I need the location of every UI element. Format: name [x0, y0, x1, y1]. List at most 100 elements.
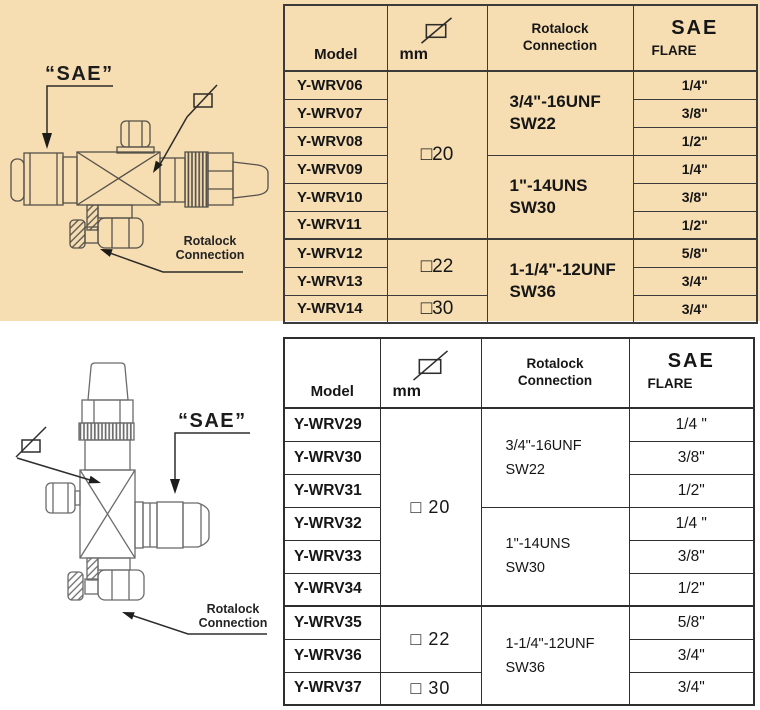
model-cell: Y-WRV14 [283, 294, 388, 324]
valve-body-outline [10, 120, 269, 249]
model-cell: Y-WRV11 [283, 210, 388, 240]
model-cell: Y-WRV08 [283, 126, 388, 156]
rotalock-cell: 3/4"-16UNF SW22 [480, 407, 630, 508]
leader-arrowheads [88, 475, 180, 620]
mm-cell: □ 22 [379, 605, 482, 673]
rotalock-label-line1: Rotalock [207, 602, 260, 616]
flare-cell: 1/4" [632, 70, 758, 100]
flare-cell: 3/4" [628, 671, 755, 706]
sae-flare-cone [182, 502, 210, 548]
sae-flare-cone [10, 158, 25, 202]
model-cell: Y-WRV29 [283, 407, 381, 442]
valve-diagram-horizontal: “SAE” Rotalock Connection [10, 63, 269, 273]
rotalock-cell: 1"-14UNS SW30 [480, 506, 630, 607]
mm-cell: □30 [386, 294, 488, 324]
rotalock-sw: SW22 [505, 461, 546, 478]
model-cell: Y-WRV32 [283, 506, 381, 541]
sae-label: “SAE” [178, 410, 247, 432]
rotalock-sw: SW22 [509, 114, 556, 134]
rotalock-cell: 1"-14UNS SW30 [486, 154, 634, 240]
leader-lines [15, 426, 267, 635]
flare-cell: 1/2" [628, 572, 755, 607]
model-cell: Y-WRV33 [283, 539, 381, 574]
spec-table-bottom: Model mm Rotalock Connection SAE FLARE Y… [283, 337, 755, 706]
flare-cell: 1/2" [632, 126, 758, 156]
model-cell: Y-WRV09 [283, 154, 388, 184]
flare-cell: 5/8" [628, 605, 755, 640]
model-cell: Y-WRV34 [283, 572, 381, 607]
spout [232, 161, 269, 199]
flare-cell: 1/4" [632, 154, 758, 184]
col-header-model: Model [314, 46, 358, 63]
leader-lines [46, 84, 243, 273]
flare-cell: 3/4" [632, 266, 758, 296]
rotalock-cell: 1-1/4"-12UNF SW36 [480, 605, 630, 706]
model-cell: Y-WRV36 [283, 638, 381, 673]
flare-cell: 1/4 " [628, 407, 755, 442]
rotalock-sw: SW36 [505, 659, 546, 676]
rotalock-label-line2: Connection [176, 248, 245, 262]
rotalock-thread: 1-1/4"-12UNF [509, 260, 616, 279]
model-cell: Y-WRV10 [283, 182, 388, 212]
col-header-rotalock: Rotalock Connection [522, 21, 598, 53]
flare-cell: 3/8" [632, 182, 758, 212]
flats-symbol-icon [193, 93, 213, 108]
mm-cell: □ 20 [379, 407, 482, 607]
flare-cell: 1/2" [628, 473, 755, 508]
flats-symbol-icon [421, 16, 453, 44]
rotalock-thread: 1-1/4"-12UNF [505, 635, 595, 652]
flare-cell: 1/4 " [628, 506, 755, 541]
rotalock-sw: SW30 [505, 560, 546, 577]
rotalock-cell: 1-1/4"-12UNF SW36 [486, 238, 634, 324]
col-header-mm-unit: mm [399, 45, 428, 63]
col-header-mm-unit: mm [392, 382, 421, 400]
rotalock-thread: 1"-14UNS [509, 175, 588, 195]
valve-diagram-vertical: “SAE” Rotalock Connection [15, 362, 268, 635]
model-cell: Y-WRV13 [283, 266, 388, 296]
flare-cell: 1/2" [632, 210, 758, 240]
model-cell: Y-WRV37 [283, 671, 381, 706]
knurled-nut [78, 422, 135, 441]
model-cell: Y-WRV12 [283, 238, 388, 268]
rotalock-cell: 3/4"-16UNF SW22 [486, 70, 634, 156]
side-cap [45, 482, 76, 514]
sae-label: “SAE” [45, 63, 114, 85]
leader-arrowheads [42, 133, 163, 257]
flats-symbol-icon [21, 439, 41, 453]
mm-cell: □20 [386, 70, 488, 240]
rotalock-flange [69, 219, 86, 249]
spout [87, 362, 129, 401]
rotalock-thread: 3/4"-16UNF [505, 437, 582, 454]
knurled-nut [184, 151, 209, 208]
col-header-model: Model [310, 383, 354, 400]
rotalock-sw: SW30 [509, 197, 556, 217]
model-cell: Y-WRV06 [283, 70, 388, 100]
rotalock-flange [67, 571, 84, 601]
flare-cell: 3/8" [628, 539, 755, 574]
flare-cell: 3/8" [628, 440, 755, 475]
spec-table-top: Model mm Rotalock Connection SAE FLARE Y… [283, 4, 758, 324]
flare-cell: 3/4" [628, 638, 755, 673]
rotalock-sw: SW36 [509, 282, 556, 301]
model-cell: Y-WRV07 [283, 98, 388, 128]
rotalock-thread: 3/4"-16UNF [509, 92, 601, 112]
model-cell: Y-WRV31 [283, 473, 381, 508]
model-cell: Y-WRV30 [283, 440, 381, 475]
rotalock-nut [97, 569, 145, 601]
col-header-sae: SAE FLARE [647, 349, 715, 391]
rotalock-nut [97, 217, 144, 249]
flats-symbol-icon [412, 349, 448, 381]
col-header-sae: SAE FLARE [651, 16, 719, 58]
rotalock-thread: 1"-14UNS [505, 536, 571, 553]
valve-body-outline [45, 362, 210, 601]
model-cell: Y-WRV35 [283, 605, 381, 640]
mm-cell: □ 30 [379, 671, 482, 706]
flare-cell: 5/8" [632, 238, 758, 268]
flare-cell: 3/4" [632, 294, 758, 324]
mm-cell: □22 [386, 238, 488, 296]
top-cap [120, 120, 151, 148]
rotalock-label-line1: Rotalock [184, 234, 237, 248]
flare-cell: 3/8" [632, 98, 758, 128]
rotalock-label-line2: Connection [199, 616, 268, 630]
